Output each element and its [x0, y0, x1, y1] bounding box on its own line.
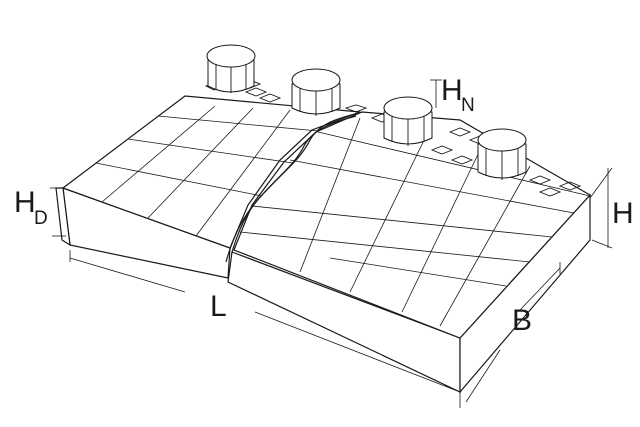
label-hn-main: H [441, 74, 463, 107]
dimension-hd [50, 187, 66, 237]
dimension-h [589, 167, 613, 249]
knob-1 [206, 44, 256, 93]
knob-3 [383, 96, 433, 146]
knob-2 [291, 68, 341, 116]
label-l: L [210, 290, 227, 323]
cut-line-lower [225, 115, 357, 263]
left-block-grid [95, 105, 319, 237]
label-h: H [612, 197, 634, 230]
right-block-grid [239, 117, 591, 327]
label-hd-main: H [14, 186, 36, 219]
label-b: B [512, 304, 532, 337]
dimension-l [69, 250, 461, 408]
label-hd-sub: D [34, 208, 48, 229]
knob-4 [477, 128, 527, 180]
dimension-hn [430, 79, 442, 108]
dimension-b [465, 262, 561, 403]
label-hn-sub: N [461, 95, 475, 116]
